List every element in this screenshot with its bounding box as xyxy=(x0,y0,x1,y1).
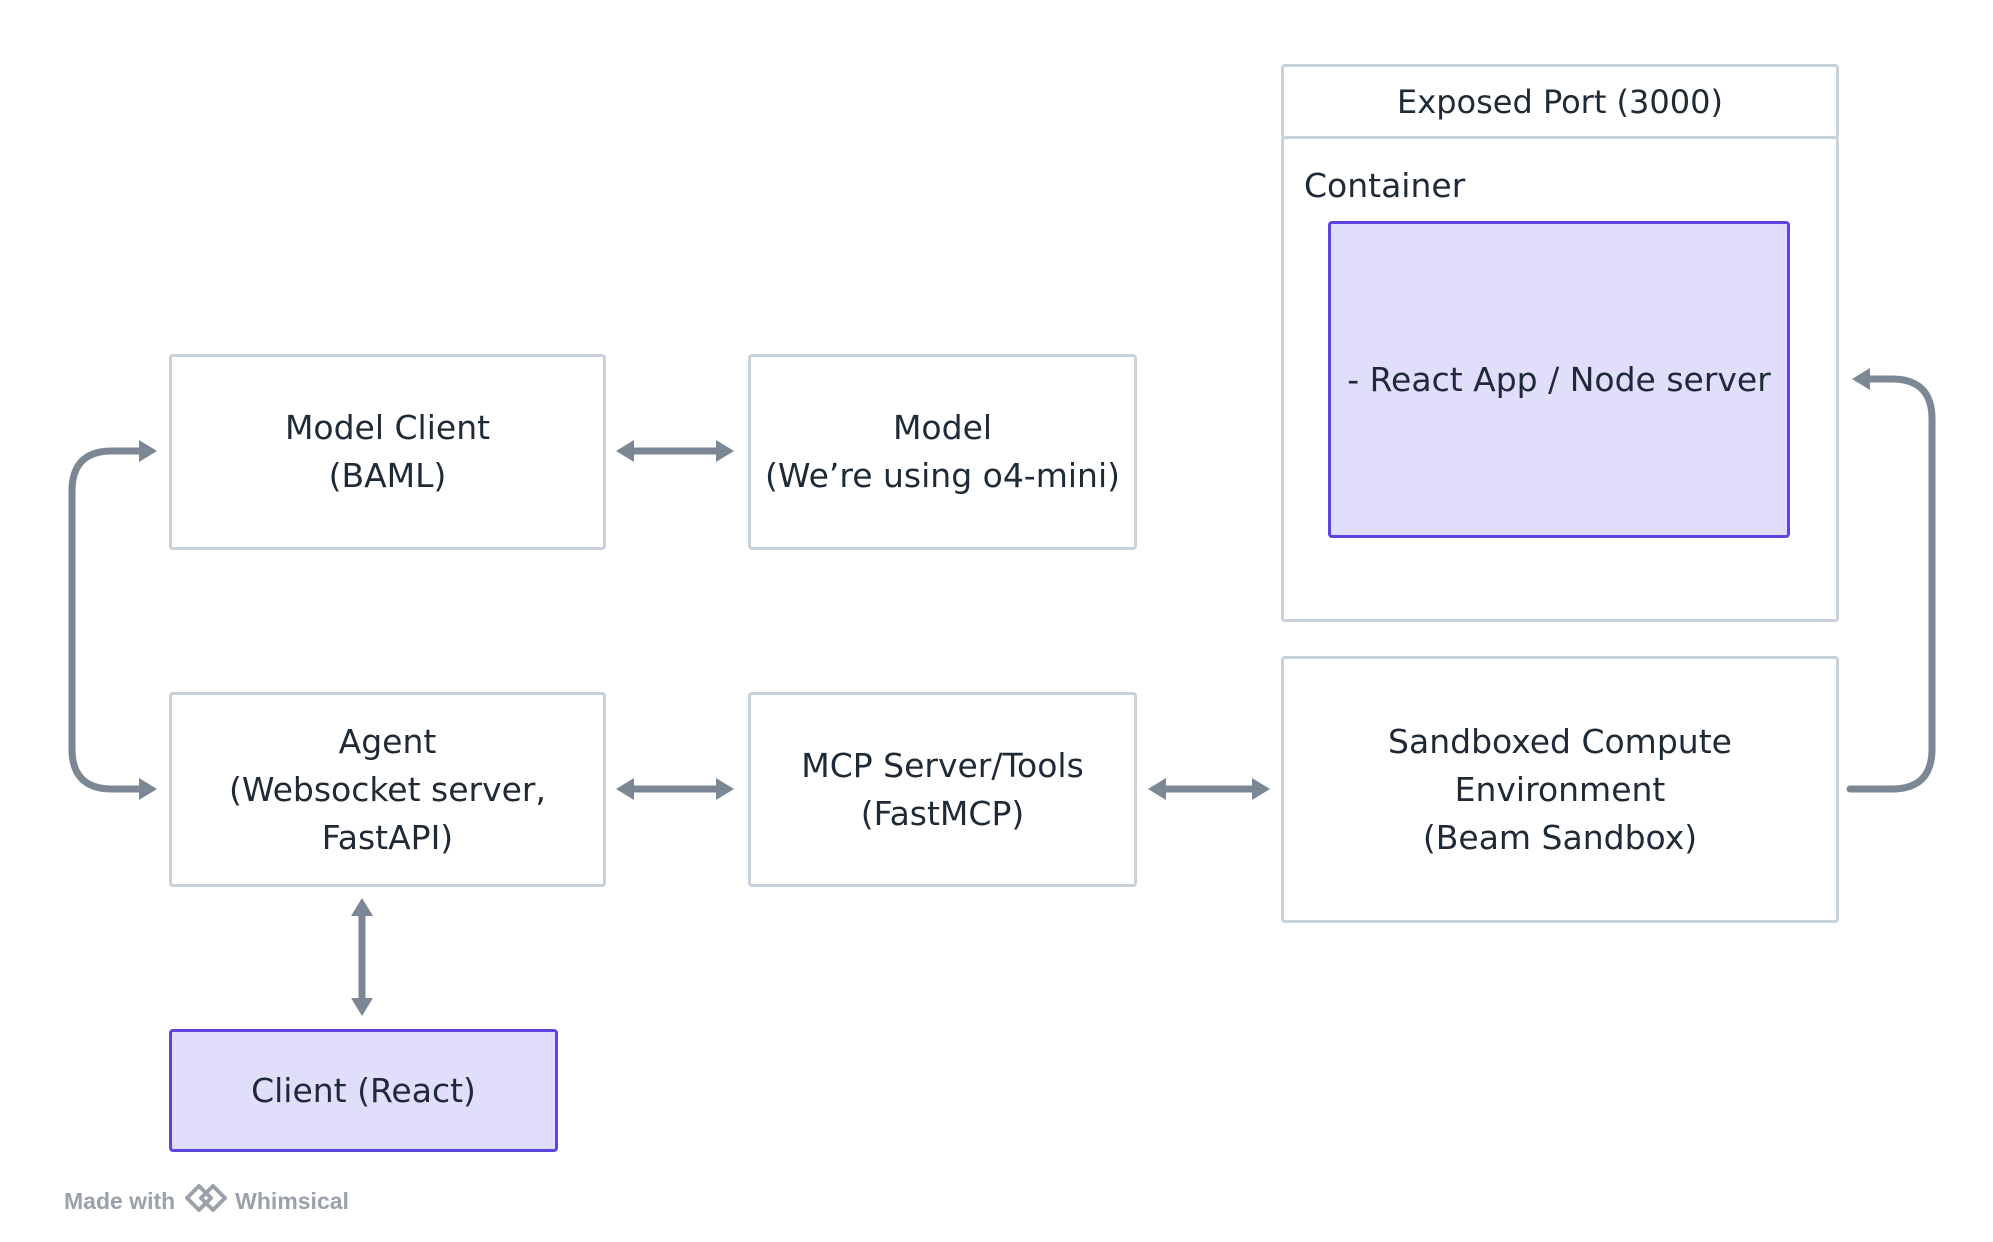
made-with-whimsical[interactable]: Made with Whimsical xyxy=(64,1182,349,1220)
model-title: Model xyxy=(892,408,993,447)
model-subtitle: (We’re using o4-mini) xyxy=(765,456,1120,495)
sandbox-box: Sandboxed Compute Environment (Beam Sand… xyxy=(1281,656,1839,923)
container-label: Container xyxy=(1304,166,1466,205)
mcp-server-subtitle: (FastMCP) xyxy=(860,793,1025,833)
mcp-server-title: MCP Server/Tools xyxy=(801,745,1084,785)
exposed-port-label: Exposed Port (3000) xyxy=(1397,82,1723,121)
react-app-box: - React App / Node server xyxy=(1328,221,1790,538)
arrow-sandbox-container xyxy=(1846,375,1936,793)
exposed-port-box: Exposed Port (3000) xyxy=(1281,64,1839,139)
sandbox-subtitle: (Beam Sandbox) xyxy=(1422,817,1698,857)
agent-subtitle-1: (Websocket server, xyxy=(229,769,546,809)
client-box: Client (React) xyxy=(169,1029,558,1152)
model-client-box: Model Client (BAML) xyxy=(169,354,606,550)
agent-box: Agent (Websocket server, FastAPI) xyxy=(169,692,606,887)
agent-subtitle-2: FastAPI) xyxy=(321,817,454,857)
mcp-server-box: MCP Server/Tools (FastMCP) xyxy=(748,692,1137,887)
client-label: Client (React) xyxy=(251,1070,476,1110)
made-with-label: Made with xyxy=(64,1187,176,1214)
model-box: Model (We’re using o4-mini) xyxy=(748,354,1137,550)
sandbox-title-1: Sandboxed Compute xyxy=(1388,721,1732,761)
model-client-subtitle: (BAML) xyxy=(328,456,447,495)
arrow-model-client-agent xyxy=(68,447,147,793)
whimsical-logo-icon xyxy=(183,1182,229,1220)
react-app-label: - React App / Node server xyxy=(1347,359,1771,399)
sandbox-title-2: Environment xyxy=(1454,769,1666,809)
agent-title: Agent xyxy=(338,721,437,761)
model-client-title: Model Client xyxy=(284,408,491,447)
whimsical-brand: Whimsical xyxy=(235,1187,349,1214)
